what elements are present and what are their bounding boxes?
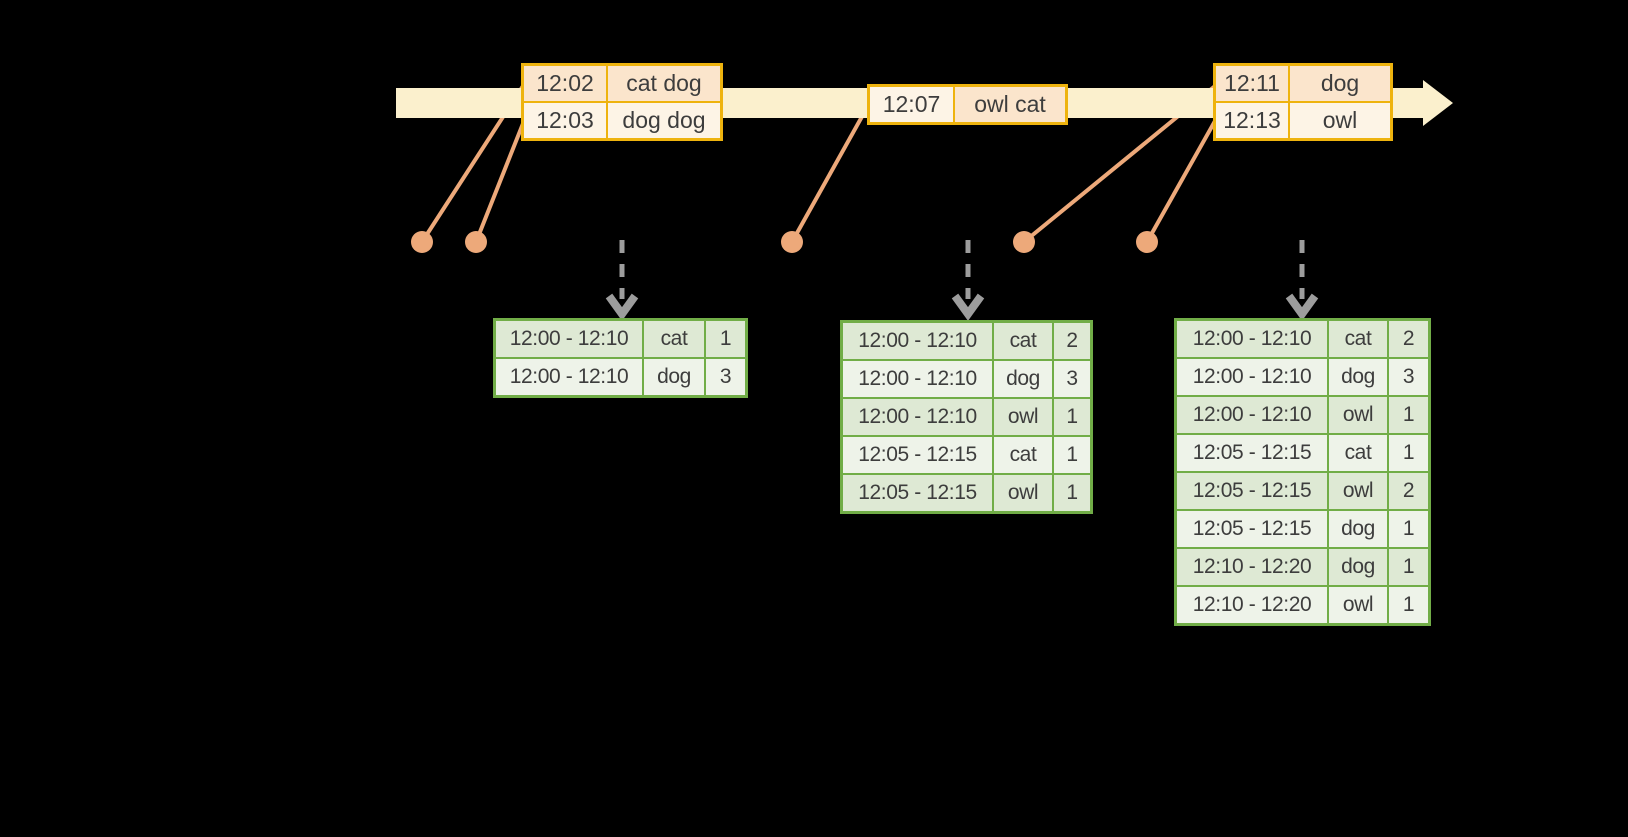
count-cell: 3 xyxy=(1054,361,1090,397)
count-cell: 1 xyxy=(1389,549,1428,585)
window-cell: 12:05 - 12:15 xyxy=(1177,511,1327,547)
word-cell: dog xyxy=(1329,511,1387,547)
event-dot xyxy=(411,231,433,253)
window-cell: 12:00 - 12:10 xyxy=(1177,359,1327,395)
event-table-2: 12:07 owl cat xyxy=(867,84,1068,125)
window-cell: 12:00 - 12:10 xyxy=(843,323,992,359)
event-connector-line xyxy=(474,120,526,243)
event-time: 12:03 xyxy=(524,103,606,138)
window-cell: 12:00 - 12:10 xyxy=(843,399,992,435)
event-dot xyxy=(781,231,803,253)
word-cell: owl xyxy=(994,475,1052,511)
word-cell: dog xyxy=(1329,359,1387,395)
event-table-3: 12:11 dog 12:13 owl xyxy=(1213,63,1393,141)
word-cell: owl xyxy=(994,399,1052,435)
event-dot xyxy=(1013,231,1035,253)
event-words: owl cat xyxy=(955,87,1065,122)
event-time: 12:02 xyxy=(524,66,606,101)
trigger-arrowhead-icon xyxy=(605,293,639,321)
word-cell: cat xyxy=(1329,321,1387,357)
event-words: owl xyxy=(1290,103,1390,138)
count-cell: 1 xyxy=(706,321,745,357)
count-cell: 1 xyxy=(1389,397,1428,433)
event-time: 12:11 xyxy=(1216,66,1288,101)
count-cell: 3 xyxy=(706,359,745,395)
count-cell: 2 xyxy=(1054,323,1090,359)
count-cell: 1 xyxy=(1054,437,1090,473)
event-dot xyxy=(1136,231,1158,253)
window-cell: 12:10 - 12:20 xyxy=(1177,587,1327,623)
count-cell: 1 xyxy=(1389,511,1428,547)
result-table-1: 12:00 - 12:10 cat 1 12:00 - 12:10 dog 3 xyxy=(493,318,748,398)
word-cell: cat xyxy=(644,321,704,357)
word-cell: dog xyxy=(994,361,1052,397)
count-cell: 1 xyxy=(1054,399,1090,435)
count-cell: 1 xyxy=(1054,475,1090,511)
result-table-3: 12:00 - 12:10 cat 2 12:00 - 12:10 dog 3 … xyxy=(1174,318,1431,626)
window-cell: 12:00 - 12:10 xyxy=(496,359,642,395)
event-words: cat dog xyxy=(608,66,720,101)
event-time: 12:13 xyxy=(1216,103,1288,138)
window-cell: 12:05 - 12:15 xyxy=(843,437,992,473)
event-dot xyxy=(465,231,487,253)
word-cell: cat xyxy=(994,437,1052,473)
event-table-1: 12:02 cat dog 12:03 dog dog xyxy=(521,63,723,141)
word-cell: owl xyxy=(1329,473,1387,509)
word-cell: dog xyxy=(1329,549,1387,585)
result-table-2: 12:00 - 12:10 cat 2 12:00 - 12:10 dog 3 … xyxy=(840,320,1093,514)
window-cell: 12:00 - 12:10 xyxy=(1177,397,1327,433)
trigger-arrowhead-icon xyxy=(951,293,985,321)
window-cell: 12:00 - 12:10 xyxy=(1177,321,1327,357)
count-cell: 2 xyxy=(1389,473,1428,509)
count-cell: 3 xyxy=(1389,359,1428,395)
window-cell: 12:05 - 12:15 xyxy=(1177,473,1327,509)
count-cell: 2 xyxy=(1389,321,1428,357)
word-cell: owl xyxy=(1329,587,1387,623)
word-cell: dog xyxy=(644,359,704,395)
word-cell: cat xyxy=(1329,435,1387,471)
window-cell: 12:10 - 12:20 xyxy=(1177,549,1327,585)
timeline-arrowhead-icon xyxy=(1423,80,1453,126)
word-cell: cat xyxy=(994,323,1052,359)
event-connector-line xyxy=(1145,120,1217,243)
event-time: 12:07 xyxy=(870,87,953,122)
window-cell: 12:05 - 12:15 xyxy=(843,475,992,511)
trigger-arrowhead-icon xyxy=(1285,293,1319,321)
window-cell: 12:05 - 12:15 xyxy=(1177,435,1327,471)
window-cell: 12:00 - 12:10 xyxy=(843,361,992,397)
count-cell: 1 xyxy=(1389,587,1428,623)
event-words: dog dog xyxy=(608,103,720,138)
word-cell: owl xyxy=(1329,397,1387,433)
count-cell: 1 xyxy=(1389,435,1428,471)
event-words: dog xyxy=(1290,66,1390,101)
window-cell: 12:00 - 12:10 xyxy=(496,321,642,357)
event-connector-line xyxy=(790,103,871,243)
